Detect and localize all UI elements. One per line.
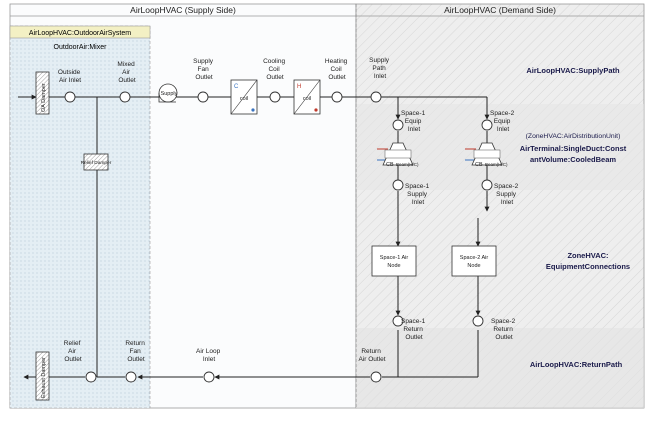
supply-fan: Supply	[158, 83, 178, 103]
node-space1-equip-inlet	[392, 119, 404, 131]
label-relief-air-outlet: Relief Air Outlet	[64, 340, 82, 363]
svg-text:CB: CB	[475, 162, 483, 168]
label-mixed-air-outlet: Mixed Air Outlet	[117, 61, 136, 84]
space2-air-node-box: Space-2 Air Node	[451, 245, 497, 277]
equipment-connections-label-1: ZoneHVAC:	[567, 251, 608, 260]
node-labels: Outside Air Inlet Mixed Air Outlet Suppl…	[58, 57, 520, 363]
air-terminal-label-1: AirTerminal:SingleDuct:Const	[520, 144, 627, 153]
relief-damper: Relief Damper	[81, 153, 112, 171]
node-space2-return-outlet	[472, 315, 484, 327]
label-air-loop-inlet: Air Loop Inlet	[196, 348, 222, 363]
return-path-label: AirLoopHVAC:ReturnPath	[530, 360, 623, 369]
demand-side-header: AirLoopHVAC (Demand Side)	[444, 5, 556, 15]
node-space2-equip-inlet	[481, 119, 493, 131]
oa-system-header-bg	[9, 25, 151, 39]
outdoor-air-damper: OA Damper	[35, 71, 50, 115]
label-return-air-outlet: Return Air Outlet	[358, 348, 385, 363]
svg-text:H: H	[297, 84, 301, 90]
node-space1-supply-inlet	[392, 179, 404, 191]
node-heating-coil-outlet	[331, 91, 343, 103]
label-space1-equip-inlet: Space-1 Equip Inlet	[401, 110, 427, 133]
label-space2-return-outlet: Space-2 Return Outlet	[491, 318, 517, 341]
supply-side-header: AirLoopHVAC (Supply Side)	[130, 5, 236, 15]
label-space2-equip-inlet: Space-2 Equip Inlet	[490, 110, 516, 133]
cooled-beam-1: CB Beam(H/C)	[382, 142, 419, 168]
svg-text:Relief Damper: Relief Damper	[81, 160, 112, 166]
svg-text:Node: Node	[387, 263, 400, 269]
node-space2-supply-inlet	[481, 179, 493, 191]
svg-text:Space-1 Air: Space-1 Air	[380, 255, 409, 261]
oa-mixer-label: OutdoorAir:Mixer	[54, 44, 108, 51]
label-supply-fan-outlet: Supply Fan Outlet	[193, 58, 215, 81]
heating-coil: H coil	[293, 79, 321, 115]
svg-text:Exhaust Damper: Exhaust Damper	[41, 357, 47, 398]
label-space2-supply-inlet: Space-2 Supply Inlet	[494, 183, 520, 206]
label-heating-coil-outlet: Heating Coil Outlet	[325, 58, 349, 81]
label-space1-return-outlet: Space-1 Return Outlet	[401, 318, 427, 341]
svg-text:Supply: Supply	[161, 91, 178, 97]
adu-label: (ZoneHVAC:AirDistributionUnit)	[526, 133, 621, 140]
return-path-band	[356, 328, 644, 408]
node-air-loop-inlet	[203, 371, 215, 383]
svg-text:Node: Node	[467, 263, 480, 269]
cooled-beam-2: CB Beam(H/C)	[471, 142, 508, 168]
svg-text:C: C	[234, 84, 239, 90]
oa-system-header: AirLoopHVAC:OutdoorAirSystem	[29, 30, 131, 37]
node-relief-air-outlet	[85, 371, 97, 383]
label-supply-path-inlet: Supply Path Inlet	[369, 57, 391, 80]
label-cooling-coil-outlet: Cooling Coil Outlet	[263, 58, 287, 81]
node-supply-path-inlet	[370, 91, 382, 103]
space1-air-node-box: Space-1 Air Node	[371, 245, 417, 277]
label-outside-air-inlet: Outside Air Inlet	[58, 69, 82, 84]
node-circles	[64, 91, 493, 383]
svg-text:OA Damper: OA Damper	[41, 83, 47, 112]
svg-text:Beam(H/C): Beam(H/C)	[396, 162, 419, 167]
cooling-coil: C coil	[230, 79, 258, 115]
label-space1-supply-inlet: Space-1 Supply Inlet	[405, 183, 431, 206]
node-cooling-coil-outlet	[269, 91, 281, 103]
node-return-air-outlet	[370, 371, 382, 383]
supply-path-label: AirLoopHVAC:SupplyPath	[526, 66, 620, 75]
equipment-connections-label-2: EquipmentConnections	[546, 262, 630, 271]
exhaust-damper: Exhaust Damper	[35, 351, 50, 401]
svg-text:coil: coil	[240, 96, 248, 102]
label-return-fan-outlet: Return Fan Outlet	[125, 340, 146, 363]
svg-text:CB: CB	[386, 162, 394, 168]
node-supply-fan-outlet	[197, 91, 209, 103]
air-terminal-label-2: antVolume:CooledBeam	[530, 155, 616, 164]
node-mixed-air-outlet	[119, 91, 131, 103]
svg-text:Beam(H/C): Beam(H/C)	[485, 162, 508, 167]
node-outside-air-inlet	[64, 91, 76, 103]
svg-text:Space-2 Air: Space-2 Air	[460, 255, 489, 261]
node-return-fan-outlet	[125, 371, 137, 383]
node-space1-return-outlet	[392, 315, 404, 327]
svg-text:coil: coil	[303, 96, 311, 102]
